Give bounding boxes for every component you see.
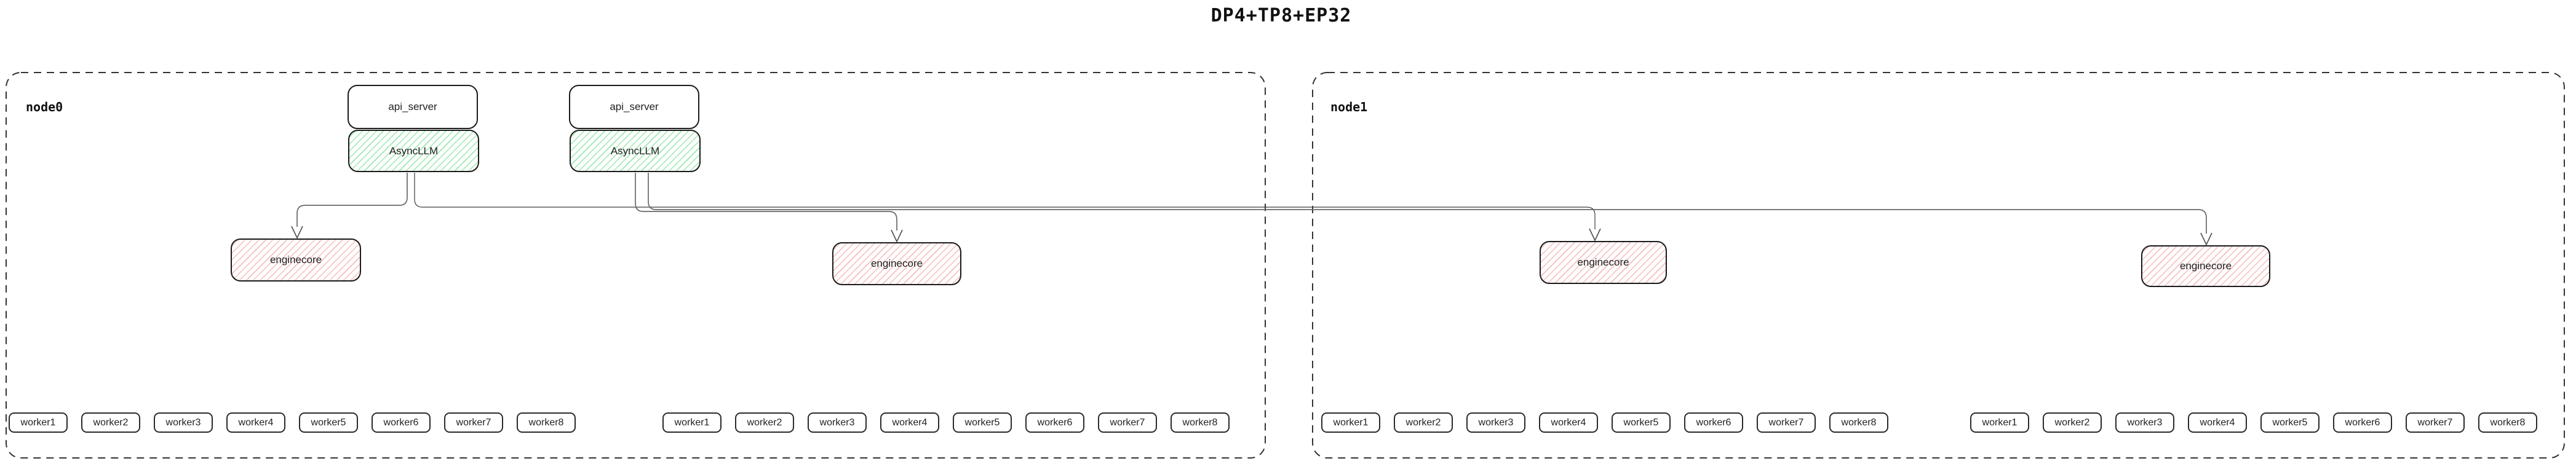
- worker-box: worker7: [2406, 412, 2465, 433]
- node0-label: node0: [26, 100, 63, 114]
- worker-box: worker5: [299, 412, 358, 433]
- worker-box: worker3: [2115, 412, 2174, 433]
- worker-box: worker3: [1466, 412, 1525, 433]
- worker-group-3: worker1 worker2 worker3 worker4 worker5 …: [1321, 412, 1888, 433]
- node0-border: [6, 72, 1266, 459]
- arrowhead-icon: [2200, 232, 2212, 246]
- edge-asyncllm2-enginecore2: [635, 173, 897, 231]
- worker-box: worker2: [2043, 412, 2102, 433]
- node1-border: [1312, 72, 2565, 459]
- worker-box: worker1: [1321, 412, 1380, 433]
- enginecore-label: enginecore: [1577, 256, 1629, 268]
- worker-box: worker2: [1394, 412, 1453, 433]
- asyncllm-box-2: AsyncLLM: [570, 130, 701, 172]
- worker-box: worker3: [808, 412, 867, 433]
- worker-box: worker4: [226, 412, 285, 433]
- worker-box: worker7: [1098, 412, 1157, 433]
- edge-asyncllm1-enginecore1: [296, 173, 408, 227]
- worker-box: worker2: [81, 412, 140, 433]
- asyncllm-label: AsyncLLM: [389, 144, 439, 157]
- worker-box: worker7: [1757, 412, 1816, 433]
- enginecore-label: enginecore: [870, 258, 923, 269]
- enginecore-box-4: enginecore: [2141, 245, 2270, 287]
- page-title: DP4+TP8+EP32: [1210, 5, 1352, 26]
- worker-box: worker1: [1970, 412, 2029, 433]
- worker-box: worker2: [735, 412, 794, 433]
- worker-box: worker7: [444, 412, 503, 433]
- worker-box: worker5: [953, 412, 1012, 433]
- api-server-box-2: api_server: [569, 85, 699, 129]
- worker-box: worker8: [2478, 412, 2537, 433]
- asyncllm-label: AsyncLLM: [610, 144, 660, 157]
- api-server-box-1: api_server: [348, 85, 478, 129]
- worker-box: worker6: [1684, 412, 1743, 433]
- worker-box: worker4: [2188, 412, 2247, 433]
- worker-box: worker4: [880, 412, 939, 433]
- worker-box: worker4: [1539, 412, 1598, 433]
- arrowhead-icon: [1589, 228, 1601, 242]
- node1-label: node1: [1330, 100, 1368, 114]
- worker-group-2: worker1 worker2 worker3 worker4 worker5 …: [662, 412, 1230, 433]
- enginecore-box-3: enginecore: [1540, 241, 1667, 284]
- worker-box: worker6: [372, 412, 431, 433]
- worker-box: worker8: [1829, 412, 1888, 433]
- worker-group-1: worker1 worker2 worker3 worker4 worker5 …: [9, 412, 576, 433]
- enginecore-box-1: enginecore: [231, 238, 361, 282]
- arrowhead-icon: [291, 226, 303, 239]
- worker-group-4: worker1 worker2 worker3 worker4 worker5 …: [1970, 412, 2537, 433]
- edge-asyncllm1-enginecore3: [414, 173, 1596, 229]
- worker-box: worker6: [1025, 412, 1084, 433]
- arrowhead-icon: [891, 229, 903, 243]
- enginecore-label: enginecore: [2179, 260, 2232, 272]
- worker-box: worker1: [662, 412, 722, 433]
- api-server-label: api_server: [388, 101, 437, 112]
- worker-box: worker6: [2333, 412, 2392, 433]
- enginecore-label: enginecore: [269, 254, 322, 266]
- edge-asyncllm2-enginecore4: [648, 173, 2207, 234]
- worker-box: worker8: [1171, 412, 1230, 433]
- worker-box: worker5: [1612, 412, 1671, 433]
- api-server-label: api_server: [610, 101, 659, 112]
- asyncllm-box-1: AsyncLLM: [348, 130, 479, 172]
- worker-box: worker1: [9, 412, 68, 433]
- enginecore-box-2: enginecore: [832, 242, 961, 285]
- worker-box: worker3: [154, 412, 213, 433]
- worker-box: worker8: [517, 412, 576, 433]
- worker-box: worker5: [2260, 412, 2320, 433]
